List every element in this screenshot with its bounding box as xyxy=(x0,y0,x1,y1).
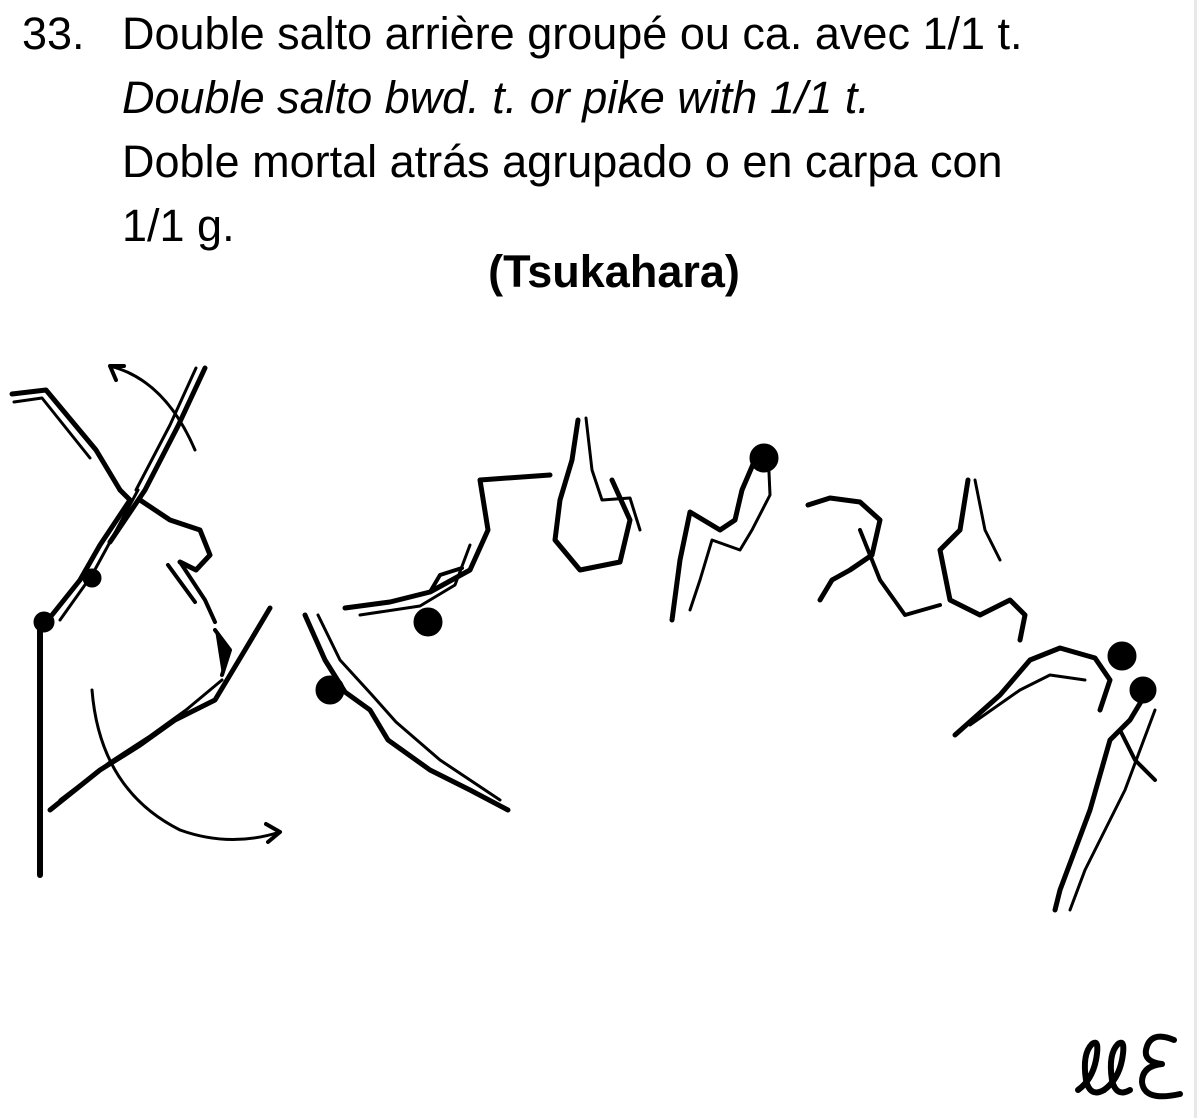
initial-l-second xyxy=(1104,1043,1130,1093)
lower-figure-body xyxy=(50,608,270,810)
rotation-arc-top xyxy=(110,366,195,450)
twist-figure-2 xyxy=(940,480,1025,640)
lower-figure-outline xyxy=(60,680,222,800)
seated-tuck-figure-outline xyxy=(690,450,770,610)
initial-e xyxy=(1142,1037,1180,1097)
legs-handspring-figure xyxy=(12,390,120,490)
handwritten-initials-mark xyxy=(1070,1020,1190,1110)
crossing-figure-outline xyxy=(136,368,196,490)
lower-figure-head xyxy=(215,630,230,675)
landing-figure xyxy=(1055,695,1145,910)
seated-tuck-figure-head xyxy=(752,446,776,470)
descent-figure xyxy=(955,648,1110,735)
pike-figure-head xyxy=(416,610,440,634)
push-off-figure xyxy=(305,615,508,810)
torso-outline xyxy=(60,490,138,620)
element-descriptions: Double salto arrière groupé ou ca. avec … xyxy=(122,2,1023,258)
twist-figure-1-legs xyxy=(860,530,940,615)
head-handspring-figure xyxy=(85,571,99,585)
gymnast-sequence-illustration xyxy=(0,330,1198,1118)
torso-handspring-figure xyxy=(52,490,130,615)
descent-figure-outline xyxy=(970,675,1085,725)
arched-figure-torso xyxy=(140,500,210,570)
push-off-figure-head xyxy=(318,678,342,702)
twist-figure-2-outline xyxy=(975,480,1000,560)
landing-figure-head xyxy=(1132,679,1154,701)
vault-post-top xyxy=(36,614,52,630)
initial-l-first xyxy=(1078,1043,1104,1093)
description-english: Double salto bwd. t. or pike with 1/1 t. xyxy=(122,66,1023,130)
descent-figure-head xyxy=(1110,644,1134,668)
tuck-top-figure-outline xyxy=(586,418,640,530)
push-off-figure-outline xyxy=(318,615,500,800)
description-french: Double salto arrière groupé ou ca. avec … xyxy=(122,2,1023,66)
element-number: 33. xyxy=(22,2,85,66)
description-spanish-line-1: Doble mortal atrás agrupado o en carpa c… xyxy=(122,130,1023,194)
tuck-top-figure xyxy=(555,420,630,570)
element-name: (Tsukahara) xyxy=(0,244,1198,300)
seated-tuck-figure xyxy=(672,448,760,620)
arched-figure-arms xyxy=(168,562,215,622)
